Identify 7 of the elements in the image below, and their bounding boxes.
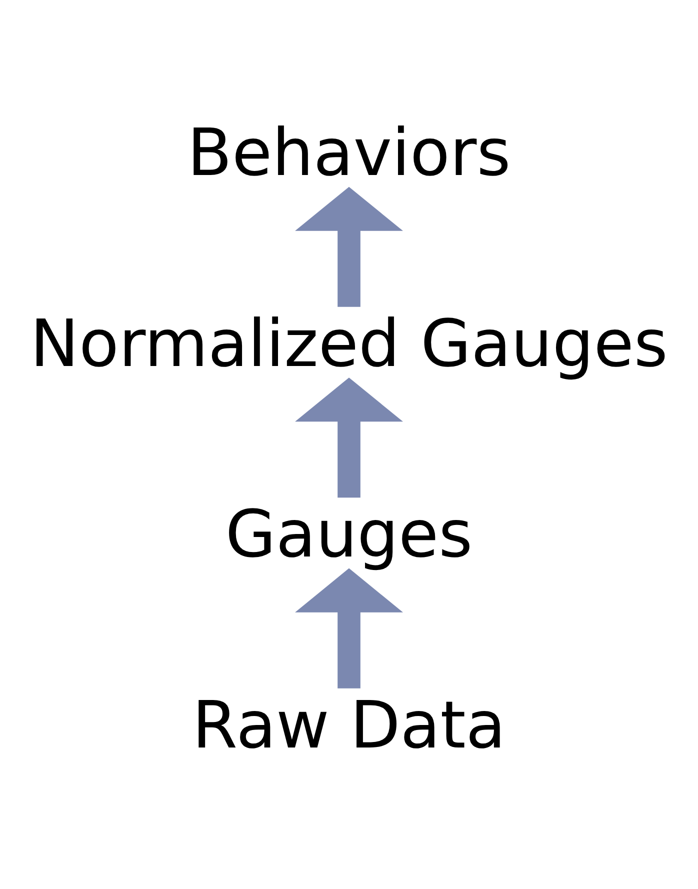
arrow [295,568,403,688]
arrow [295,186,403,306]
node-text: Raw Data [192,686,506,763]
arrow [295,377,403,498]
node-text: Normalized Gauges [30,305,668,382]
node-text: Gauges [225,496,473,572]
node-text: Behaviors [187,114,511,191]
